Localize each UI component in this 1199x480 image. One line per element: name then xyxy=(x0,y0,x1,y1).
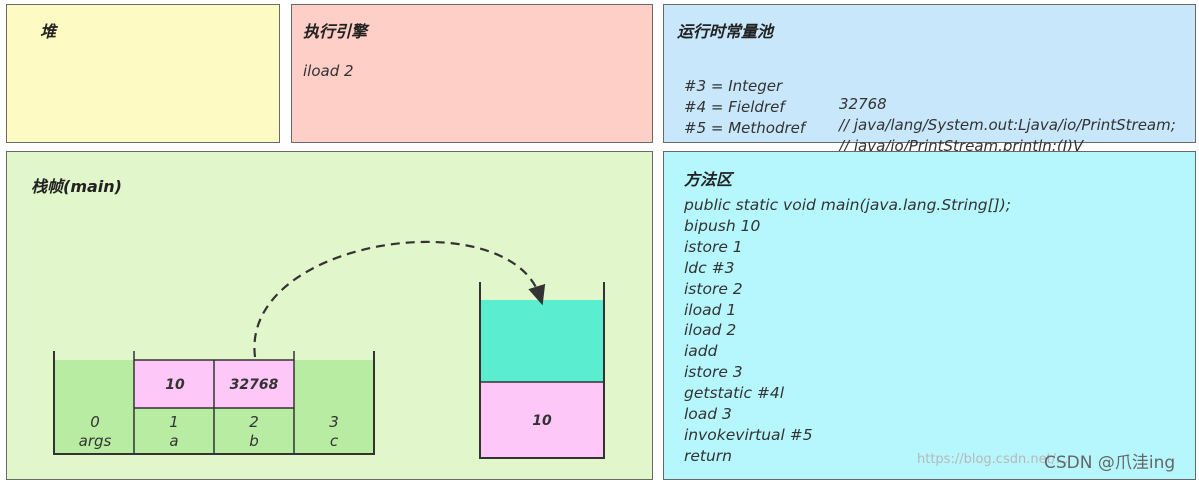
pool-value: // java/io/PrintStream.println:(I)V xyxy=(839,137,1084,155)
pool-row: #3 = Integer 32768 xyxy=(684,59,887,131)
slot-index: 1 xyxy=(169,413,179,431)
watermark-author: CSDN @爪洼ing xyxy=(1044,453,1176,473)
bytecode-line: invokevirtual #5 xyxy=(684,425,813,444)
pool-ref: #4 = Fieldref xyxy=(684,98,785,116)
bytecode-line: istore 1 xyxy=(684,237,743,256)
execution-engine-panel: 执行引擎 iload 2 xyxy=(291,4,653,143)
load-arrow xyxy=(253,240,546,358)
slot-name: c xyxy=(330,432,339,450)
operand-stack-value: 10 xyxy=(532,413,552,429)
bytecode-line: load 3 xyxy=(684,405,732,424)
bytecode-line: getstatic #4l xyxy=(684,384,785,403)
pool-value: // java/lang/System.out:Ljava/io/PrintSt… xyxy=(839,116,1176,134)
slot-2-value: 32768 xyxy=(230,377,279,393)
slot-1 xyxy=(134,408,214,454)
operand-stack: 10 xyxy=(479,282,605,459)
bytecode-line: iload 2 xyxy=(684,321,737,340)
slot-3 xyxy=(294,360,374,454)
slot-1-value: 10 xyxy=(165,377,185,393)
method-area-title: 方法区 xyxy=(684,170,733,189)
bytecode-line: istore 3 xyxy=(684,363,743,382)
method-area-panel: 方法区 public static void main(java.lang.St… xyxy=(663,151,1196,480)
slot-2 xyxy=(214,408,294,454)
slot-name: args xyxy=(79,432,112,450)
engine-instruction: iload 2 xyxy=(303,62,354,80)
slot-0 xyxy=(54,360,134,454)
bytecode-line: iadd xyxy=(684,342,718,361)
local-variable-table: 10 32768 0 args 1 a 2 b 3 c xyxy=(53,351,375,455)
bytecode-line: bipush 10 xyxy=(684,216,761,235)
pool-ref: #3 = Integer xyxy=(684,77,783,95)
operand-stack-top xyxy=(480,300,604,382)
slot-name: b xyxy=(249,432,259,450)
slot-2-value-cell xyxy=(214,360,294,408)
pool-value: 32768 xyxy=(839,95,887,113)
bytecode-line: public static void main(java.lang.String… xyxy=(684,196,1011,214)
heap-panel: 堆 xyxy=(6,4,280,143)
pool-row: #5 = Methodref // java/io/PrintStream.pr… xyxy=(684,101,1083,173)
engine-title: 执行引擎 xyxy=(303,22,368,41)
slot-1-value-cell xyxy=(134,360,214,408)
pool-title: 运行时常量池 xyxy=(677,22,774,41)
bytecode-list: public static void main(java.lang.String… xyxy=(684,195,1011,467)
pool-ref: #5 = Methodref xyxy=(684,119,806,137)
bytecode-line: istore 2 xyxy=(684,279,743,298)
slot-index: 3 xyxy=(329,413,339,431)
stack-frame-title: 栈帧(main) xyxy=(31,177,122,196)
bytecode-line: iload 1 xyxy=(684,300,737,319)
operand-stack-item xyxy=(480,382,604,458)
slot-index: 0 xyxy=(90,413,100,431)
pool-row: #4 = Fieldref // java/lang/System.out:Lj… xyxy=(684,80,1176,152)
bytecode-line: return xyxy=(684,446,733,465)
bytecode-line: ldc #3 xyxy=(684,258,735,277)
watermark-url: https://blog.csdn.net/... xyxy=(917,452,1069,467)
constant-pool-panel: 运行时常量池 #3 = Integer 32768 #4 = Fieldref … xyxy=(663,4,1196,155)
heap-title: 堆 xyxy=(40,22,57,41)
slot-name: a xyxy=(169,432,178,450)
slot-index: 2 xyxy=(249,413,259,431)
